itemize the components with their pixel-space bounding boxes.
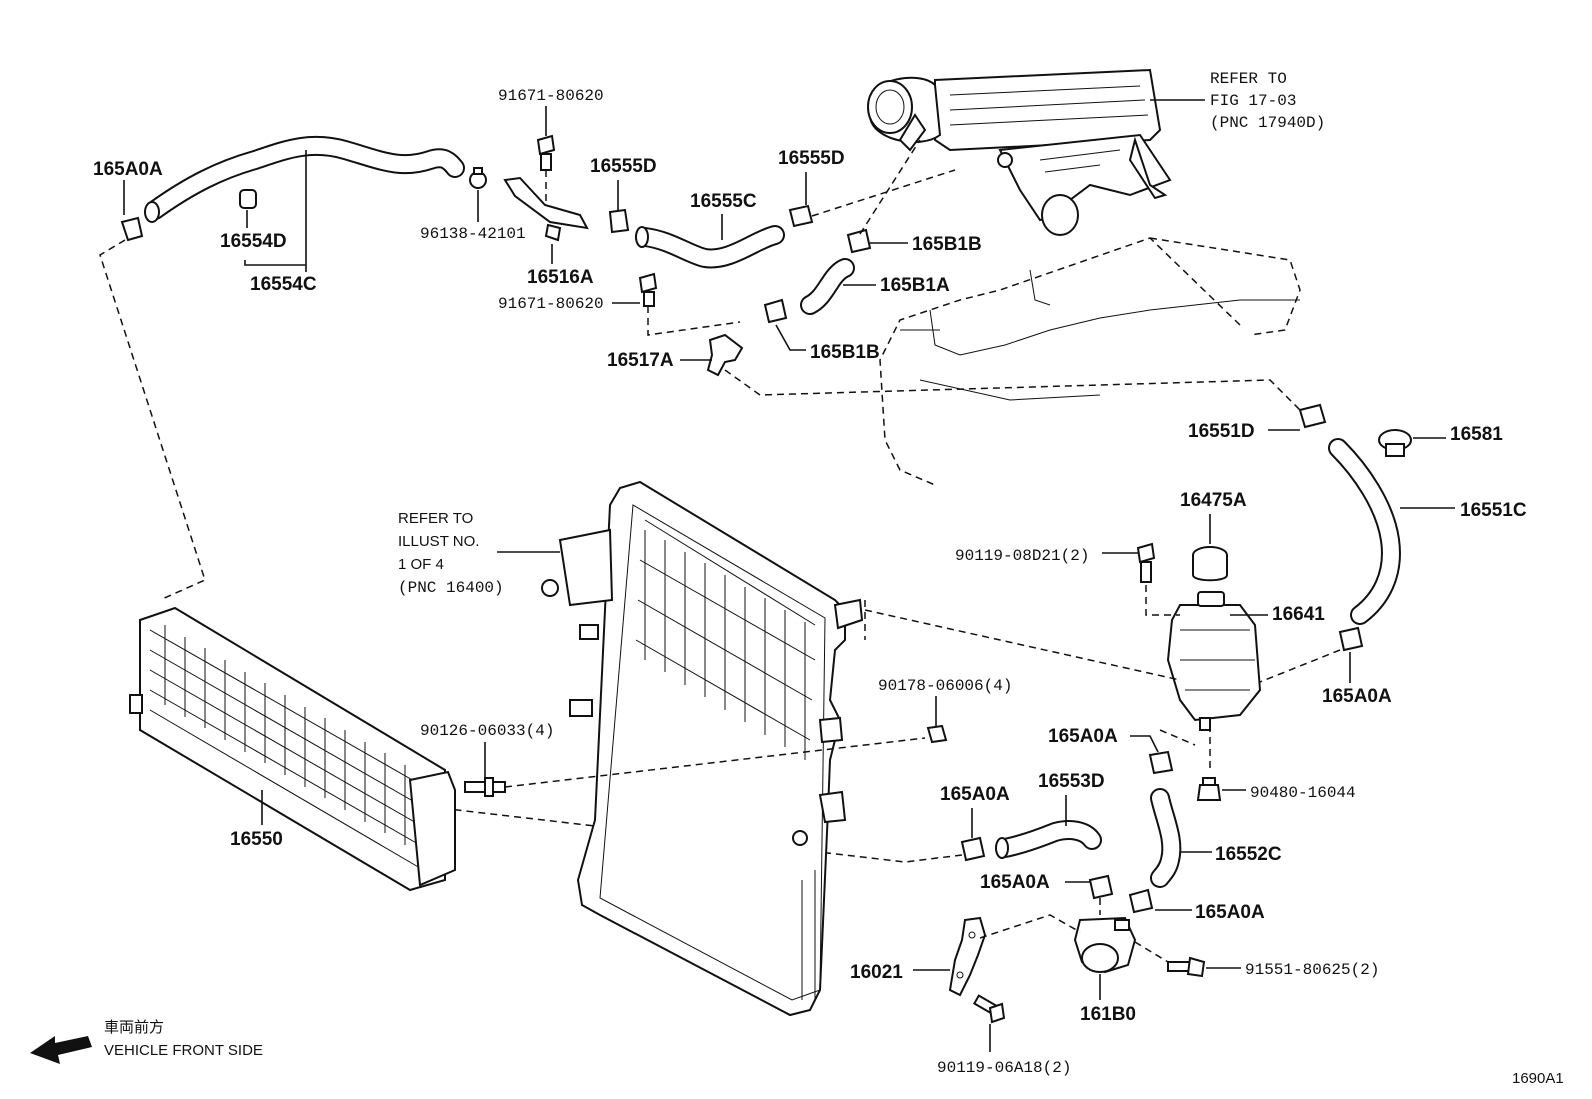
label-16516a: 16516A <box>527 267 594 288</box>
grommet-90480 <box>1196 777 1222 801</box>
hose-16552c <box>1150 788 1182 888</box>
label-16555c: 16555C <box>690 191 757 212</box>
label-165b1b-top: 165B1B <box>912 234 982 255</box>
label-90480: 90480-16044 <box>1250 784 1356 802</box>
label-165a0a-m3: 165A0A <box>980 872 1050 893</box>
arrow-left-icon <box>30 1036 92 1064</box>
cap-16581 <box>1378 429 1412 457</box>
label-16554d: 16554D <box>220 231 287 252</box>
bolt-90119-06a18 <box>972 994 1006 1024</box>
clamp-16551d <box>1298 403 1327 429</box>
label-96138: 96138-42101 <box>420 225 526 243</box>
label-16517a: 16517A <box>607 350 674 371</box>
bracket-16021 <box>948 916 987 997</box>
clip-16554d <box>239 189 257 209</box>
label-16552c: 16552C <box>1215 844 1282 865</box>
label-16551c: 16551C <box>1460 500 1527 521</box>
label-90178: 90178-06006(4) <box>878 677 1012 695</box>
clamp-165b1b-top <box>846 228 872 254</box>
reservoir-16641 <box>1166 591 1262 731</box>
clamp-165a0a-m3 <box>1088 874 1114 900</box>
bolt-91671-top <box>536 134 556 171</box>
clamp-165a0a-topleft <box>120 216 144 242</box>
label-90126: 90126-06033(4) <box>420 722 554 740</box>
refer-illust-text-1: REFER TO <box>398 510 473 527</box>
pump-161b0 <box>1073 916 1137 974</box>
label-16551d: 16551D <box>1188 421 1255 442</box>
bolt-91671-mid <box>638 272 658 307</box>
intercooler-assembly <box>867 68 1172 236</box>
label-165a0a-m1: 165A0A <box>1048 726 1118 747</box>
label-165a0a-right: 165A0A <box>1322 686 1392 707</box>
stud-90126 <box>464 777 506 797</box>
clamp-165a0a-m4 <box>1128 888 1154 914</box>
label-91671-top: 91671-80620 <box>498 87 604 105</box>
label-16550: 16550 <box>230 829 283 850</box>
refer-fig-text-3: (PNC 17940D) <box>1210 114 1325 132</box>
radiator-16550 <box>129 606 456 892</box>
label-165a0a-m2: 165A0A <box>940 784 1010 805</box>
bolt-90119-08d21 <box>1136 542 1156 583</box>
bracket-16517a <box>706 333 744 377</box>
label-16553d: 16553D <box>1038 771 1105 792</box>
bracket-16516a <box>544 223 562 242</box>
refer-illust-text-3: 1 OF 4 <box>398 556 444 573</box>
front-label-en: VEHICLE FRONT SIDE <box>104 1042 263 1059</box>
refer-fig-text-2: FIG 17-03 <box>1210 92 1296 110</box>
hose-16554c <box>144 135 465 223</box>
clamp-165b1b-bot <box>763 298 788 324</box>
hose-16551c <box>1328 438 1401 625</box>
refer-fig-text-1: REFER TO <box>1210 70 1287 88</box>
cap-16475a <box>1192 546 1228 582</box>
label-165a0a-m4: 165A0A <box>1195 902 1265 923</box>
label-161b0: 161B0 <box>1080 1004 1136 1025</box>
refer-fig-note: REFER TO FIG 17-03 (PNC 17940D) <box>1150 70 1325 132</box>
hose-16555c <box>635 225 785 269</box>
hose-165b1a <box>800 258 855 315</box>
nut-90178 <box>926 724 948 744</box>
label-16021: 16021 <box>850 962 903 983</box>
label-90119-06a18: 90119-06A18(2) <box>937 1059 1071 1077</box>
label-16555d-right: 16555D <box>778 148 845 169</box>
label-16641: 16641 <box>1272 604 1325 625</box>
clamp-165a0a-right <box>1338 626 1364 652</box>
refer-illust-note: REFER TO ILLUST NO. 1 OF 4 (PNC 16400) <box>398 510 560 597</box>
label-91551: 91551-80625(2) <box>1245 961 1379 979</box>
clamp-16555d-right <box>788 204 814 228</box>
clamp-165a0a-m2 <box>960 836 986 862</box>
label-165b1a: 165B1A <box>880 275 950 296</box>
figure-id: 1690A1 <box>1512 1070 1564 1087</box>
clamp-16555d-left <box>608 208 630 234</box>
label-16581: 16581 <box>1450 424 1503 445</box>
label-165b1b-bot: 165B1B <box>810 342 880 363</box>
hose-96138 <box>503 176 589 230</box>
engine-outline <box>879 237 1301 486</box>
front-direction-legend: 車両前方 VEHICLE FRONT SIDE <box>30 1019 263 1064</box>
hose-16553d <box>995 820 1102 859</box>
radiator-support-frame <box>541 480 864 1017</box>
refer-illust-text-2: ILLUST NO. <box>398 533 479 550</box>
label-16554c: 16554C <box>250 274 317 295</box>
label-91671-mid: 91671-80620 <box>498 295 604 313</box>
clamp-165a0a-m1 <box>1148 750 1174 775</box>
label-165a0a-topleft: 165A0A <box>93 159 163 180</box>
label-16475a: 16475A <box>1180 490 1247 511</box>
label-90119-08d21: 90119-08D21(2) <box>955 547 1089 565</box>
refer-illust-text-4: (PNC 16400) <box>398 579 504 597</box>
label-16555d-left: 16555D <box>590 156 657 177</box>
clamp-96138 <box>469 167 487 189</box>
bolt-91551 <box>1167 956 1206 978</box>
front-label-jp: 車両前方 <box>104 1019 164 1036</box>
